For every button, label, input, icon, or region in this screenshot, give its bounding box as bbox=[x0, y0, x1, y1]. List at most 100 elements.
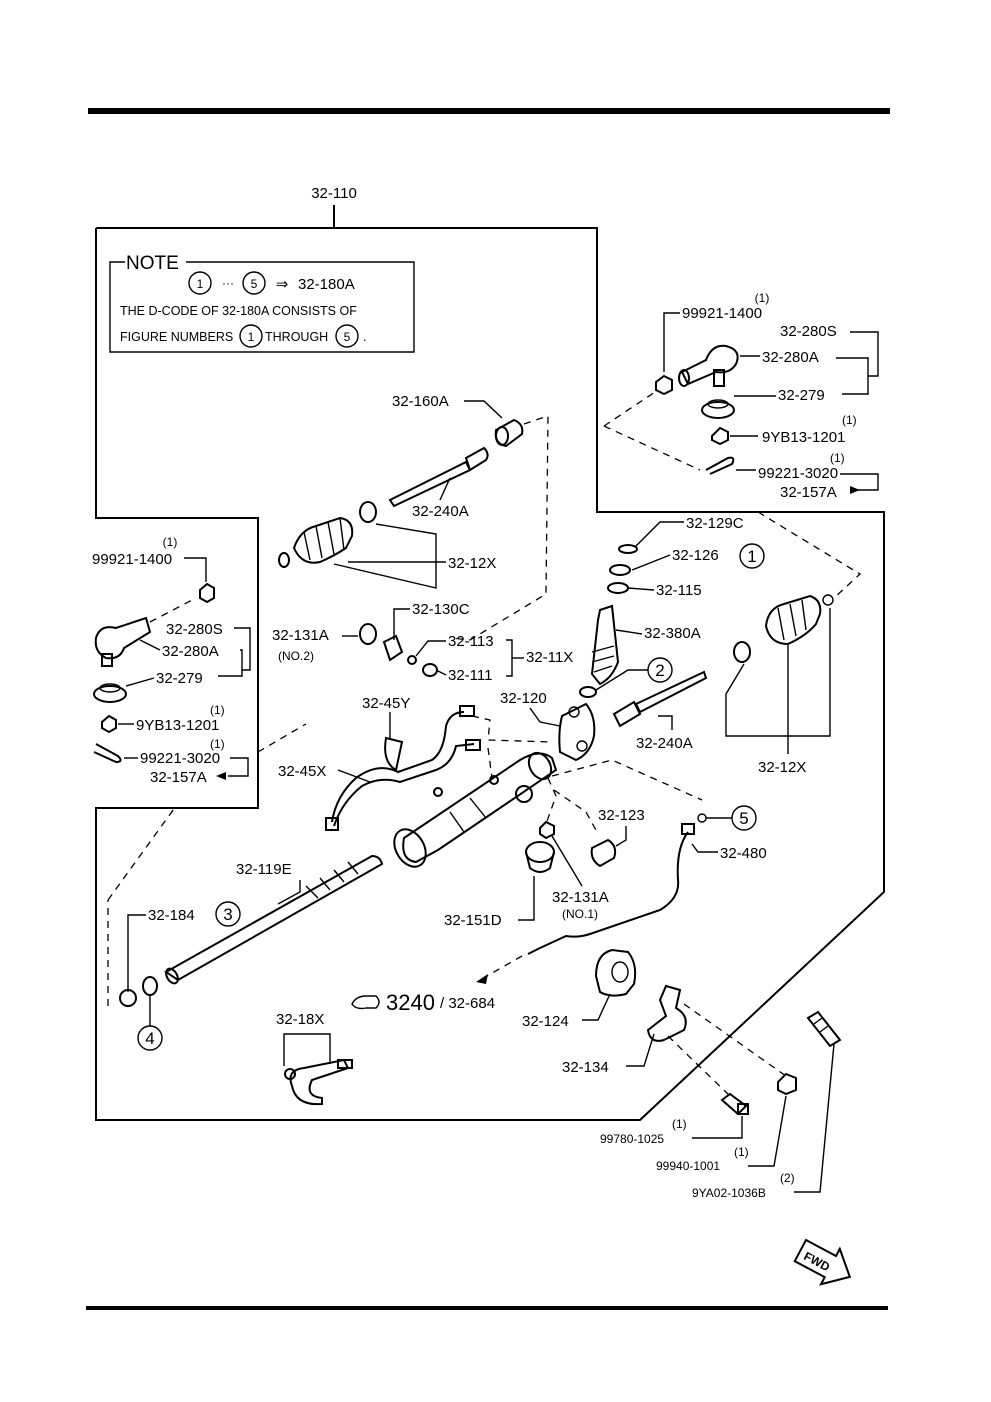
label-99940: 99940-1001 bbox=[656, 1159, 720, 1173]
note-range-end: 5 bbox=[251, 277, 258, 291]
rack-housing-end bbox=[393, 828, 427, 868]
label-99780: 99780-1025 bbox=[600, 1132, 664, 1146]
circle-num-3-text: 3 bbox=[223, 905, 232, 924]
leader-32-160A bbox=[464, 400, 503, 419]
lft-ball-stud bbox=[101, 653, 113, 667]
label-32-119E: 32-119E bbox=[236, 861, 292, 878]
leader-32-240A-top bbox=[439, 477, 451, 501]
label-32-18X: 32-18X bbox=[276, 1011, 324, 1028]
note-line2a: FIGURE NUMBERS bbox=[120, 330, 233, 344]
leader-32-380A bbox=[615, 629, 643, 635]
lft-32-157A-label: 32-157A bbox=[150, 769, 207, 786]
label-32-129C: 32-129C bbox=[686, 515, 744, 532]
lft-dust-boot bbox=[93, 685, 127, 703]
r-9YB13-qty: (1) bbox=[842, 413, 857, 427]
note-title: NOTE bbox=[126, 253, 179, 274]
leader-32-240A-right bbox=[658, 715, 673, 730]
pinion-32-380A bbox=[590, 604, 620, 686]
pinion-gear-2 bbox=[591, 655, 615, 663]
pipe-fitting-mid bbox=[465, 739, 481, 751]
pipe-fitting-top bbox=[459, 705, 475, 717]
pipe-clip bbox=[384, 736, 404, 772]
r-99221-label: 99221-3020 bbox=[758, 465, 838, 482]
note-line2-num1: 1 bbox=[248, 330, 255, 344]
leader-32-12X-right bbox=[725, 608, 831, 737]
label-32-160A: 32-160A bbox=[392, 393, 449, 410]
housing-port-2 bbox=[576, 740, 588, 752]
fwd-arrow-icon: FWD bbox=[793, 1238, 852, 1286]
bush-32-160A bbox=[494, 418, 524, 448]
note-box: NOTE 1 ··· 5 ⇒ 32-180A THE D-CODE OF 32-… bbox=[109, 253, 415, 353]
leader-32-480 bbox=[691, 843, 718, 853]
circle-num-1-text: 1 bbox=[747, 547, 756, 566]
rack-housing-lug bbox=[515, 785, 533, 803]
label-32-130C: 32-130C bbox=[412, 601, 470, 618]
lft-157A-bracket bbox=[228, 757, 249, 777]
label-3240: 3240 bbox=[386, 990, 435, 1015]
r-bracket-b bbox=[836, 357, 869, 395]
bolt-9YA02-thread-2 bbox=[819, 1025, 829, 1033]
label-32-131A-no2: 32-131A bbox=[272, 627, 329, 644]
leader-32-184 bbox=[127, 914, 146, 992]
dash-housing-right bbox=[551, 759, 703, 801]
lft-bracket-a bbox=[234, 627, 251, 671]
label-32-480: 32-480 bbox=[720, 845, 767, 862]
circle-num-4 bbox=[137, 1025, 163, 1051]
lft-99921-qty: (1) bbox=[163, 535, 178, 549]
part-32-151D bbox=[525, 841, 555, 863]
rack-housing-bolt-2 bbox=[489, 775, 499, 785]
left-tie-rod-end-group: (1) 99921-1400 32-280S 32-280A 32-279 (1… bbox=[92, 535, 307, 786]
nut-99940 bbox=[777, 1072, 797, 1096]
dash-32-134-2 bbox=[667, 1035, 731, 1097]
label-9YA02-qty: (2) bbox=[780, 1171, 795, 1185]
note-line1: THE D-CODE OF 32-180A CONSISTS OF bbox=[120, 304, 357, 318]
r-tie-rod-end-bore bbox=[678, 369, 690, 387]
part-32-111 bbox=[422, 663, 438, 677]
r-32-157A-label: 32-157A bbox=[780, 484, 837, 501]
r-ball-stud bbox=[713, 369, 725, 387]
r-157A-arrow bbox=[850, 486, 860, 494]
label-32-151D: 32-151D bbox=[444, 912, 502, 929]
label-32-240A-right: 32-240A bbox=[636, 735, 693, 752]
rack-housing-bolt bbox=[433, 787, 443, 797]
r-cotter-pin bbox=[705, 456, 735, 475]
bolt-9YA02 bbox=[806, 1010, 842, 1048]
label-32-45X: 32-45X bbox=[278, 763, 326, 780]
pipe-32-480-orifice bbox=[697, 813, 707, 823]
lft-280A-leader bbox=[139, 639, 161, 651]
rack-end bbox=[165, 967, 179, 985]
r-bracket-a bbox=[850, 331, 879, 377]
label-32-12X-left: 32-12X bbox=[448, 555, 496, 572]
note-line2-num5: 5 bbox=[344, 330, 351, 344]
leader-32-45X bbox=[337, 769, 371, 783]
clamp-32-18X bbox=[289, 1058, 350, 1106]
note-line2c: . bbox=[363, 330, 366, 344]
bush-32-160A-end bbox=[495, 426, 509, 446]
leader-32-151D bbox=[518, 876, 535, 921]
tie-rod-32-240A-right bbox=[634, 670, 708, 714]
right-tie-rod-end-group: (1) 99921-1400 32-280S 32-280A 32-279 (1… bbox=[603, 291, 879, 501]
ring-32-131A-no2 bbox=[359, 623, 377, 645]
boot-clamp-right-small bbox=[822, 594, 834, 606]
label-32-184: 32-184 bbox=[148, 907, 195, 924]
label-32-126: 32-126 bbox=[672, 547, 719, 564]
bolt-9YA02-thread-1 bbox=[813, 1017, 823, 1025]
dash-housing-down bbox=[553, 789, 597, 831]
leader-32-119E bbox=[277, 880, 301, 905]
label-32-124: 32-124 bbox=[522, 1013, 569, 1030]
tie-rod-32-240A-right-joint bbox=[612, 700, 642, 728]
bottom-rule bbox=[86, 1306, 888, 1310]
leader-32-115 bbox=[627, 587, 655, 591]
bush-32-130C bbox=[382, 634, 404, 662]
assembly-label: 32-110 bbox=[311, 185, 357, 202]
circle-num-5-text: 5 bbox=[739, 809, 748, 828]
dash-housing-down-2 bbox=[545, 777, 557, 825]
lft-99221-qty: (1) bbox=[210, 737, 225, 751]
label-99780-qty: (1) bbox=[672, 1117, 687, 1131]
note-dots: ··· bbox=[222, 276, 234, 290]
r-157A-bracket bbox=[840, 473, 879, 491]
dash-left-rack-2 bbox=[107, 805, 177, 901]
clamp-32-18X-bolt bbox=[337, 1059, 353, 1069]
r-32-279-label: 32-279 bbox=[778, 387, 825, 404]
leader-32-124 bbox=[582, 993, 611, 1021]
